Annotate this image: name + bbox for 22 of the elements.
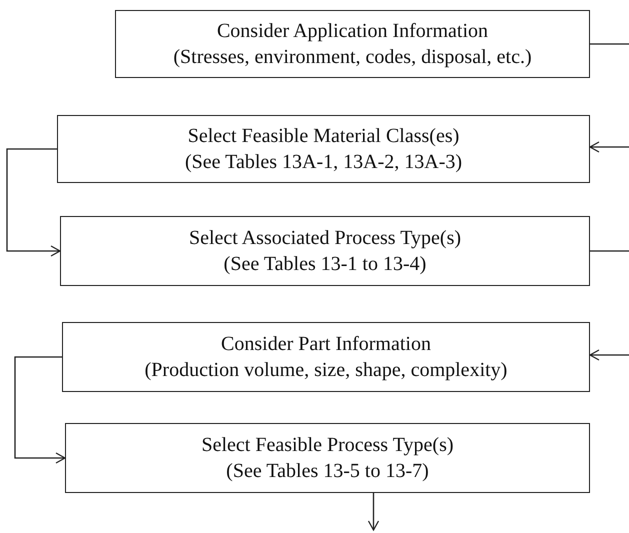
- process-box: [62, 322, 590, 392]
- arrow: [6, 148, 61, 257]
- step-title: Consider Application Information: [216, 19, 488, 44]
- process-box: [65, 423, 590, 493]
- connector-line: [590, 250, 629, 252]
- process-box: [57, 115, 590, 183]
- process-box: [60, 216, 590, 286]
- step-title: Consider Part Information: [221, 332, 431, 357]
- step-detail: (See Tables 13A-1, 13A-2, 13A-3): [184, 150, 462, 175]
- arrow: [368, 493, 380, 531]
- arrow: [589, 141, 629, 153]
- step-title: Select Associated Process Type(s): [188, 226, 462, 251]
- arrow: [14, 356, 66, 464]
- connector-line: [590, 43, 629, 45]
- step-detail: (Production volume, size, shape, complexity): [144, 358, 508, 383]
- step-detail: (See Tables 13-5 to 13-7): [226, 459, 429, 484]
- step-detail: (See Tables 13-1 to 13-4): [224, 252, 426, 277]
- arrow: [589, 349, 629, 361]
- step-detail: (Stresses, environment, codes, disposal, etc.): [173, 45, 532, 70]
- step-title: Select Feasible Material Class(es): [188, 124, 460, 149]
- step-title: Select Feasible Process Type(s): [201, 433, 454, 458]
- process-box: [115, 10, 590, 78]
